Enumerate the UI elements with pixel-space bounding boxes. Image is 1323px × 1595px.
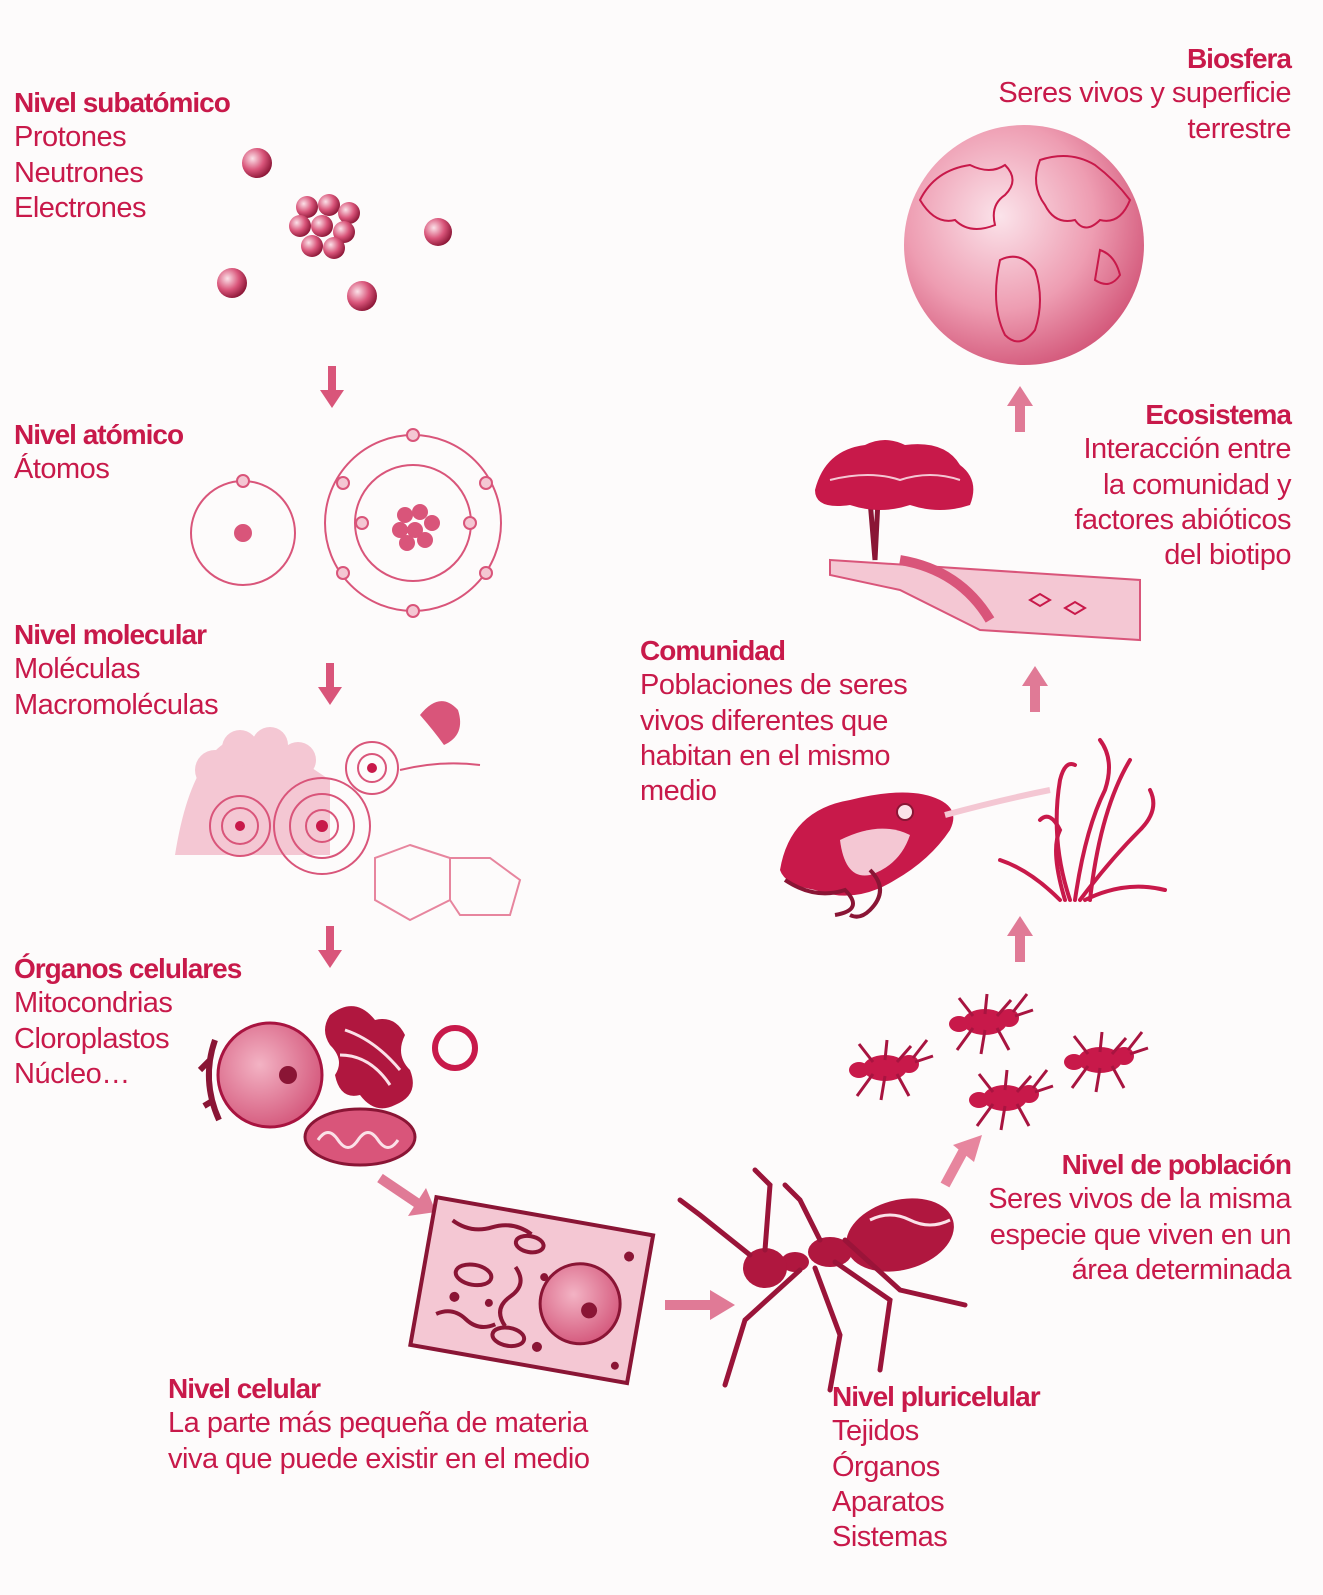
level-line: Electrones	[14, 191, 230, 226]
level-line: vivos diferentes que	[640, 704, 907, 739]
level-line: Neutrones	[14, 156, 230, 191]
arrow-icon	[1022, 666, 1048, 712]
level-line: habitan en el mismo	[640, 739, 907, 774]
arrow-icon	[380, 1178, 436, 1216]
level-title: Ecosistema	[1074, 398, 1291, 432]
level-line: Cloroplastos	[14, 1022, 241, 1057]
ant-colony-icon	[849, 994, 1148, 1130]
level-line: Poblaciones de seres	[640, 668, 907, 703]
level-celular: Nivel celular La parte más pequeña de ma…	[168, 1372, 589, 1477]
level-atomico: Nivel atómico Átomos	[14, 418, 183, 488]
molecule-icon	[175, 701, 520, 920]
level-line: Órganos	[832, 1450, 1040, 1485]
arrow-icon	[1007, 916, 1033, 962]
level-line: Interacción entre	[1074, 432, 1291, 467]
level-line: Aparatos	[832, 1485, 1040, 1520]
level-line: Moléculas	[14, 652, 218, 687]
level-line: área determinada	[988, 1253, 1291, 1288]
level-line: viva que puede existir en el medio	[168, 1442, 589, 1477]
arrow-icon	[318, 366, 344, 968]
level-line: Átomos	[14, 452, 183, 487]
level-molecular: Nivel molecular Moléculas Macromoléculas	[14, 618, 218, 723]
level-line: Mitocondrias	[14, 986, 241, 1021]
arrow-icon	[1007, 386, 1033, 432]
level-line: Macromoléculas	[14, 688, 218, 723]
level-line: del biotipo	[1074, 538, 1291, 573]
level-poblacion: Nivel de población Seres vivos de la mis…	[988, 1148, 1291, 1288]
level-ecosistema: Ecosistema Interacción entre la comunida…	[1074, 398, 1291, 574]
level-title: Nivel atómico	[14, 418, 183, 452]
level-subatomico: Nivel subatómico Protones Neutrones Elec…	[14, 86, 230, 226]
cell-icon	[410, 1197, 653, 1383]
level-title: Nivel pluricelular	[832, 1380, 1040, 1414]
level-line: factores abióticos	[1074, 503, 1291, 538]
level-biosfera: Biosfera Seres vivos y superficie terres…	[998, 42, 1291, 147]
level-line: Protones	[14, 120, 230, 155]
level-title: Nivel molecular	[14, 618, 218, 652]
level-title: Nivel celular	[168, 1372, 589, 1406]
arrow-icon	[665, 1290, 735, 1320]
level-pluricelular: Nivel pluricelular Tejidos Órganos Apara…	[832, 1380, 1040, 1556]
level-title: Nivel subatómico	[14, 86, 230, 120]
level-line: La parte más pequeña de materia	[168, 1406, 589, 1441]
level-comunidad: Comunidad Poblaciones de seres vivos dif…	[640, 634, 907, 810]
level-title: Comunidad	[640, 634, 907, 668]
level-line: la comunidad y	[1074, 468, 1291, 503]
level-line: Seres vivos y superficie	[998, 76, 1291, 111]
level-line: Seres vivos de la misma	[988, 1182, 1291, 1217]
level-line: Tejidos	[832, 1414, 1040, 1449]
atom-icon	[191, 429, 501, 617]
seaweed-icon	[1000, 740, 1165, 900]
level-line: Núcleo…	[14, 1057, 241, 1092]
level-line: medio	[640, 774, 907, 809]
ant-icon	[680, 1170, 965, 1390]
arrow-icon	[945, 1135, 982, 1185]
globe-icon	[904, 125, 1144, 365]
level-title: Biosfera	[998, 42, 1291, 76]
level-organos-celulares: Órganos celulares Mitocondrias Cloroplas…	[14, 952, 241, 1092]
level-line: Sistemas	[832, 1520, 1040, 1555]
level-line: especie que viven en un	[988, 1218, 1291, 1253]
level-title: Nivel de población	[988, 1148, 1291, 1182]
level-line: terrestre	[998, 112, 1291, 147]
level-title: Órganos celulares	[14, 952, 241, 986]
particles-icon	[217, 148, 452, 311]
